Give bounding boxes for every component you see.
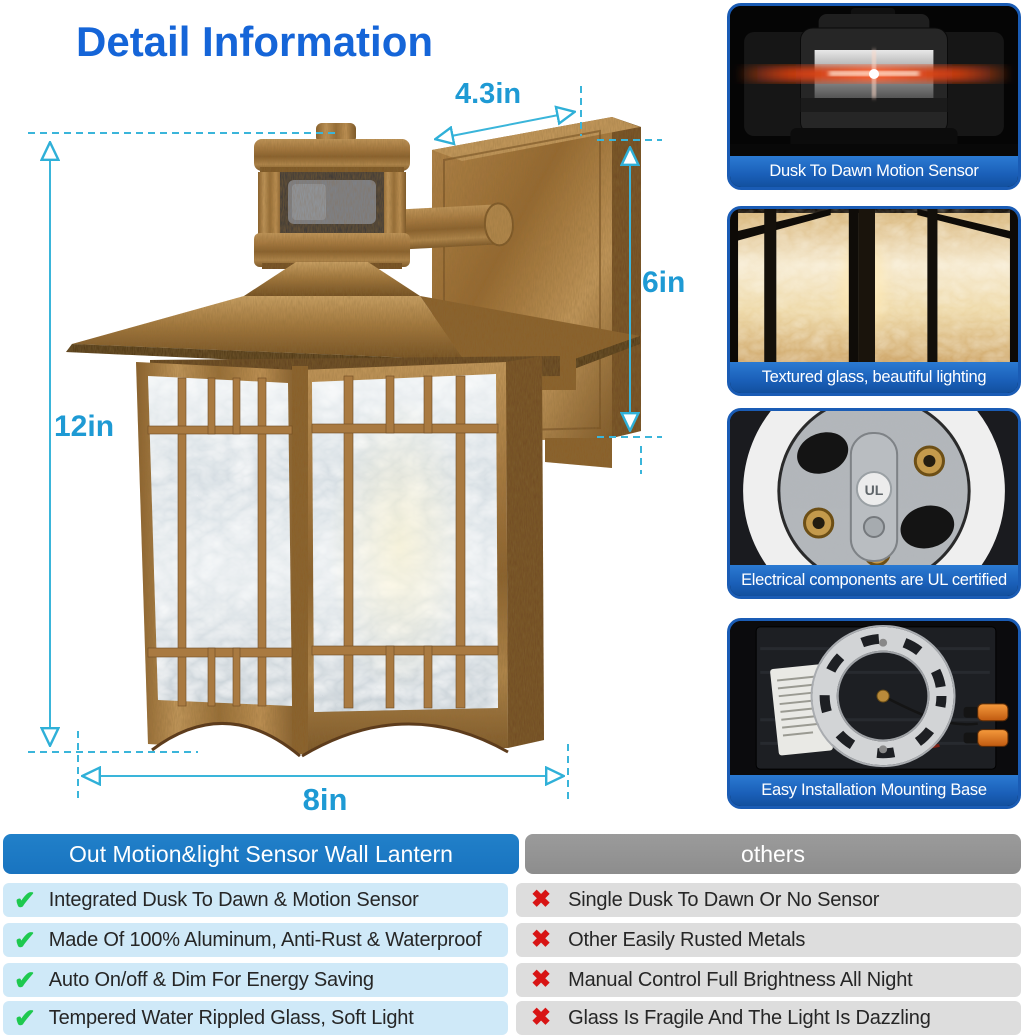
cross-icon: ✖: [531, 966, 552, 993]
textured-glass-photo: [730, 209, 1018, 362]
feature-caption: Dusk To Dawn Motion Sensor: [730, 156, 1018, 187]
feature-card-ul-certified: UL Electrical components are UL certifie…: [727, 408, 1021, 599]
comparison-item-label: Manual Control Full Brightness All Night: [568, 968, 913, 991]
dimension-annotations: [28, 86, 662, 803]
comparison-row-others-1: ✖ Single Dusk To Dawn Or No Sensor: [516, 883, 1021, 917]
comparison-row-others-3: ✖ Manual Control Full Brightness All Nig…: [516, 963, 1021, 997]
comparison-item-label: Made Of 100% Aluminum, Anti-Rust & Water…: [48, 928, 482, 951]
comparison-item-label: Single Dusk To Dawn Or No Sensor: [568, 888, 880, 911]
dimension-label-width: 8in: [302, 782, 348, 817]
cross-icon: ✖: [531, 926, 552, 953]
comparison-item-label: Tempered Water Rippled Glass, Soft Light: [48, 1006, 414, 1029]
comparison-row-product-1: ✔ Integrated Dusk To Dawn & Motion Senso…: [3, 883, 508, 917]
wire-connectors: [963, 703, 1009, 747]
glass-mullion-grid: [147, 375, 499, 709]
comparison-row-others-4: ✖ Glass Is Fragile And The Light Is Dazz…: [516, 1001, 1021, 1035]
comparison-row-product-3: ✔ Auto On/off & Dim For Energy Saving: [3, 963, 508, 997]
comparison-item-label: Glass Is Fragile And The Light Is Dazzli…: [568, 1006, 931, 1029]
feature-card-mounting-base: Easy Installation Mounting Base: [727, 618, 1021, 809]
inner-light-glow: [328, 395, 472, 695]
check-icon: ✔: [14, 885, 36, 915]
motion-sensor-head: [254, 123, 410, 284]
feature-card-textured-glass: Textured glass, beautiful lighting: [727, 206, 1021, 396]
feature-card-motion-sensor: Dusk To Dawn Motion Sensor: [727, 3, 1021, 190]
dimension-label-height: 12in: [54, 410, 115, 443]
cross-icon: ✖: [531, 1004, 552, 1031]
feature-caption: Electrical components are UL certified: [730, 565, 1018, 596]
feature-caption: Easy Installation Mounting Base: [730, 775, 1018, 806]
dimension-label-depth: 4.3in: [455, 78, 522, 110]
mounting-base-photo: [730, 621, 1018, 775]
comparison-row-product-4: ✔ Tempered Water Rippled Glass, Soft Lig…: [3, 1001, 508, 1035]
ul-mark: UL: [865, 482, 884, 498]
comparison-item-label: Other Easily Rusted Metals: [568, 928, 806, 951]
comparison-item-label: Auto On/off & Dim For Energy Saving: [48, 968, 374, 991]
comparison-item-label: Integrated Dusk To Dawn & Motion Sensor: [48, 888, 419, 911]
comparison-row-others-2: ✖ Other Easily Rusted Metals: [516, 923, 1021, 957]
check-icon: ✔: [14, 925, 36, 955]
comparison-row-product-2: ✔ Made Of 100% Aluminum, Anti-Rust & Wat…: [3, 923, 508, 957]
mounting-arm: [394, 202, 514, 250]
check-icon: ✔: [14, 965, 36, 995]
ul-socket-photo: UL: [730, 411, 1018, 565]
product-dimension-figure: [28, 86, 662, 803]
page-title: Detail Information: [76, 18, 434, 65]
check-icon: ✔: [14, 1003, 36, 1033]
cross-icon: ✖: [531, 886, 552, 913]
others-column-header: others: [525, 834, 1021, 874]
motion-sensor-photo: [730, 6, 1018, 156]
feature-caption: Textured glass, beautiful lighting: [730, 362, 1018, 393]
product-column-header: Out Motion&light Sensor Wall Lantern: [3, 834, 519, 874]
dimension-label-backplate-height: 6in: [642, 266, 686, 299]
